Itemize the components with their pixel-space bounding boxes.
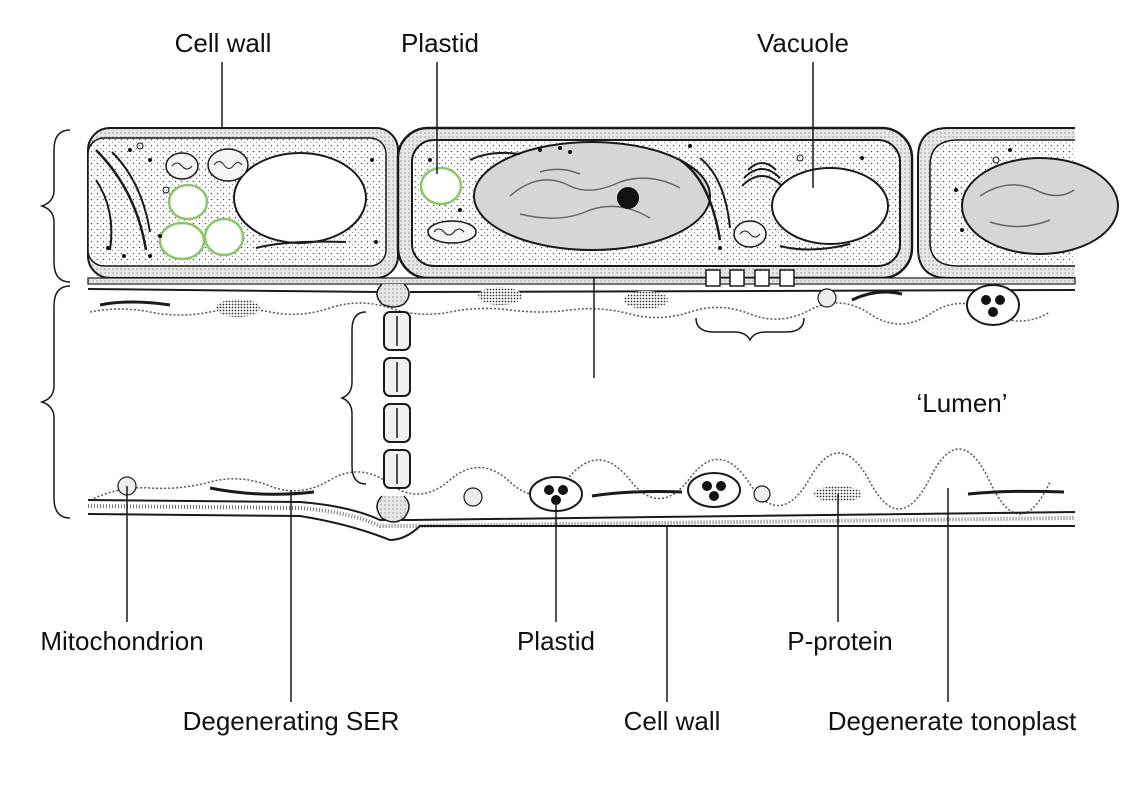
leader-lines [126,62,949,702]
sieve-tube [87,269,1076,542]
pit-field [705,269,795,287]
nucleus [473,141,711,251]
plastid-green-3 [203,217,245,257]
label-cell-wall-bottom: Cell wall [624,706,721,736]
plastid-green-4 [419,166,463,206]
vacuole-middle [771,167,889,245]
label-plastid-top: Plastid [401,28,479,58]
label-lumen: ‘Lumen’ [916,388,1007,418]
label-plastid-bottom: Plastid [517,626,595,656]
plastid-green-2 [158,221,206,261]
label-vacuole: Vacuole [757,28,849,58]
labels: Cell wall Plastid Vacuole ‘Lumen’ Mitoch… [40,28,1077,736]
label-mitochondrion: Mitochondrion [40,626,203,656]
label-degenerating-ser: Degenerating SER [183,706,400,736]
label-p-protein: P-protein [787,626,893,656]
braces [39,129,805,519]
companion-cell-right [917,127,1119,279]
plastid-green-1 [167,183,209,221]
companion-cell-middle [396,126,914,280]
label-degenerate-tonoplast: Degenerate tonoplast [828,706,1077,736]
sieve-plate [376,283,411,523]
companion-cell-left [87,127,399,279]
upper-cells [87,126,1119,280]
vacuole-left [233,152,367,244]
nucleolus [617,187,639,209]
label-cell-wall-top: Cell wall [175,28,272,58]
